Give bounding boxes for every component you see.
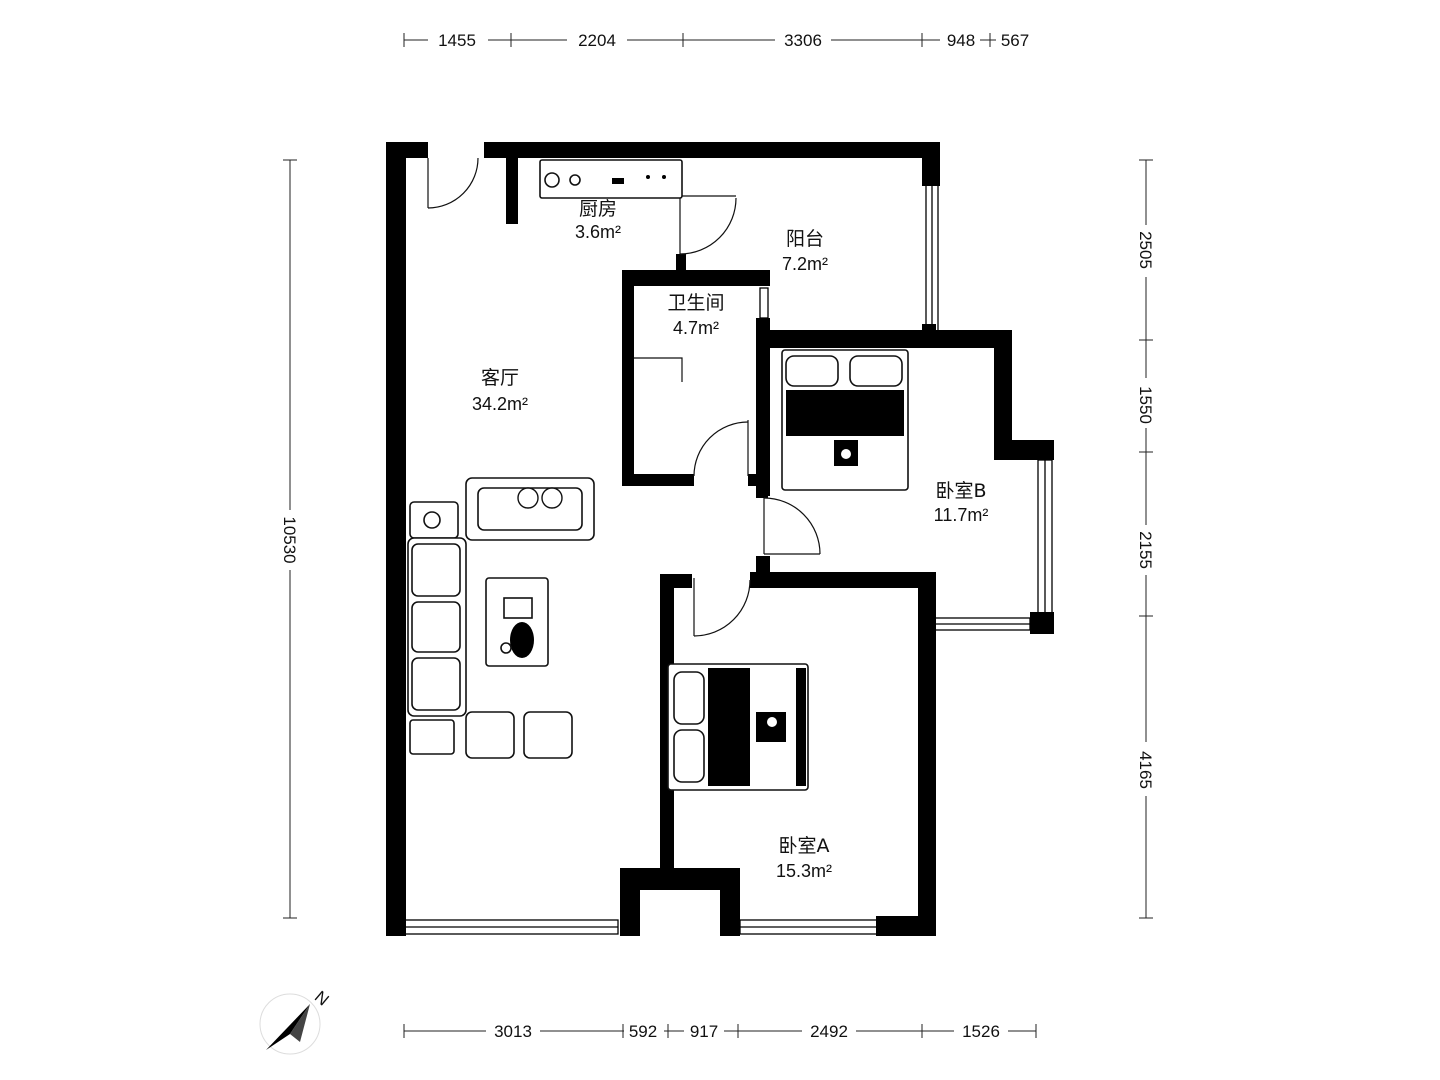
living-name: 客厅 — [481, 367, 519, 389]
room-label-balcony: 阳台 7.2m² — [782, 228, 828, 274]
bed-a — [667, 663, 809, 791]
dim-bottom-3: 917 — [690, 1022, 718, 1041]
dim-top-3: 3306 — [784, 31, 822, 50]
room-label-kitchen: 厨房 3.6m² — [575, 198, 621, 242]
dim-right-1: 2505 — [1136, 231, 1155, 269]
doors — [427, 157, 821, 637]
dim-top-2: 2204 — [578, 31, 616, 50]
room-label-living: 客厅 34.2m² — [472, 367, 528, 414]
dim-left-1: 10530 — [280, 516, 299, 563]
dim-top-5: 567 — [1001, 31, 1029, 50]
bed-b — [781, 349, 909, 491]
left-dimension-line: 10530 — [280, 159, 300, 919]
right-dimension-line: 2505 1550 2155 4165 — [1136, 159, 1156, 919]
room-label-bathroom: 卫生间 4.7m² — [667, 292, 724, 338]
balcony-name: 阳台 — [786, 228, 824, 250]
dim-right-2: 1550 — [1136, 386, 1155, 424]
north-arrow-icon: N — [259, 987, 332, 1055]
kitchen-area: 3.6m² — [575, 222, 621, 242]
bottom-dimension-line: 3013 592 917 2492 1526 — [403, 1021, 1037, 1041]
bathroom-name: 卫生间 — [667, 292, 724, 314]
bedroom-a-area: 15.3m² — [776, 861, 832, 881]
bedroom-a-name: 卧室A — [779, 835, 830, 857]
dim-top-1: 1455 — [438, 31, 476, 50]
kitchen-counter — [539, 159, 683, 199]
balcony-area: 7.2m² — [782, 254, 828, 274]
dim-bottom-2: 592 — [629, 1022, 657, 1041]
living-sofa-set — [407, 477, 595, 759]
dim-top-4: 948 — [947, 31, 975, 50]
bedroom-b-name: 卧室B — [935, 480, 986, 502]
top-dimension-line: 1455 2204 3306 948 567 — [403, 30, 1034, 50]
living-area: 34.2m² — [472, 394, 528, 414]
windows — [403, 181, 1053, 935]
kitchen-name: 厨房 — [579, 198, 617, 220]
dim-right-4: 4165 — [1136, 751, 1155, 789]
dim-bottom-4: 2492 — [810, 1022, 848, 1041]
dim-bottom-1: 3013 — [494, 1022, 532, 1041]
room-label-bedroom-a: 卧室A 15.3m² — [776, 835, 832, 881]
bedroom-b-area: 11.7m² — [934, 505, 989, 525]
dim-right-3: 2155 — [1136, 531, 1155, 569]
room-label-bedroom-b: 卧室B 11.7m² — [934, 480, 989, 525]
bathroom-area: 4.7m² — [673, 318, 719, 338]
dim-bottom-5: 1526 — [962, 1022, 1000, 1041]
walls — [386, 142, 1054, 936]
